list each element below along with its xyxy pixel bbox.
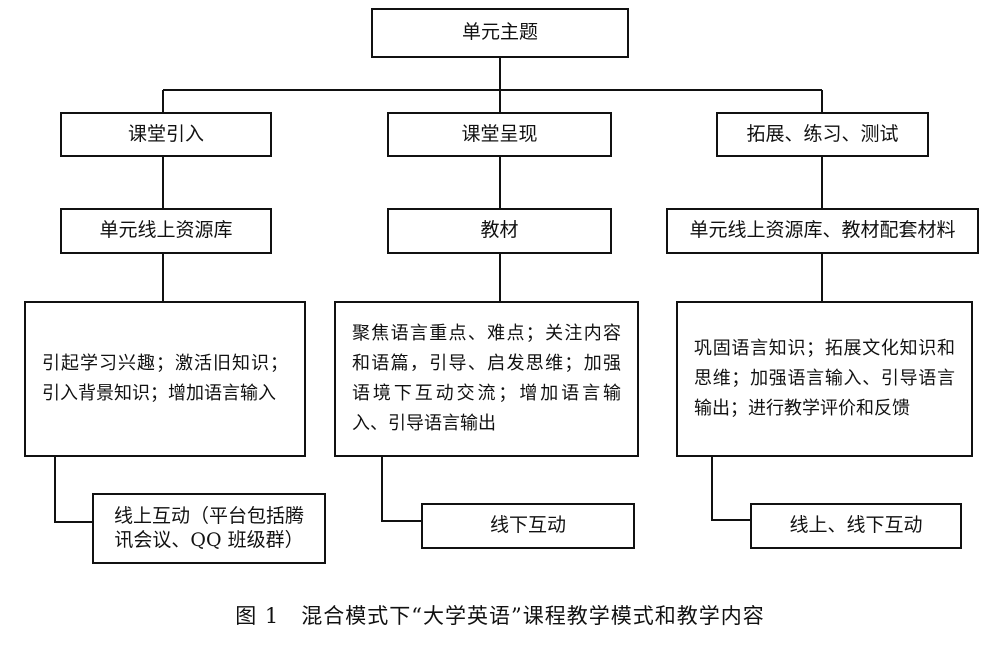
stage-label-2: 课堂呈现 <box>461 122 538 145</box>
resource-box-2: 教材 <box>387 208 612 254</box>
root-node: 单元主题 <box>371 8 629 58</box>
stage-box-2: 课堂呈现 <box>387 112 612 157</box>
resource-label-1: 单元线上资源库 <box>99 219 233 242</box>
description-box-3: 巩固语言知识；拓展文化知识和思维；加强语言输入、引导语言输出；进行教学评价和反馈 <box>676 301 973 457</box>
stage-label-3: 拓展、练习、测试 <box>746 122 899 145</box>
resource-box-3: 单元线上资源库、教材配套材料 <box>666 208 979 254</box>
resource-box-1: 单元线上资源库 <box>60 208 272 254</box>
connector-desc-interaction-2 <box>381 457 421 522</box>
interaction-label-3: 线上、线下互动 <box>789 514 923 537</box>
stage-box-1: 课堂引入 <box>60 112 272 157</box>
figure-caption: 图 1 混合模式下“大学英语”课程教学模式和教学内容 <box>235 604 765 628</box>
description-box-1: 引起学习兴趣；激活旧知识；引入背景知识；增加语言输入 <box>24 301 306 457</box>
interaction-label-2: 线下互动 <box>489 514 566 537</box>
interaction-box-3: 线上、线下互动 <box>750 503 962 549</box>
interaction-label-1: 线上互动（平台包括腾讯会议、QQ 班级群） <box>113 504 304 551</box>
stage-box-3: 拓展、练习、测试 <box>716 112 929 157</box>
description-text-1: 引起学习兴趣；激活旧知识；引入背景知识；增加语言输入 <box>42 353 288 404</box>
interaction-box-2: 线下互动 <box>421 503 635 549</box>
resource-label-3: 单元线上资源库、教材配套材料 <box>689 219 956 242</box>
interaction-box-1: 线上互动（平台包括腾讯会议、QQ 班级群） <box>92 493 326 564</box>
description-box-2: 聚焦语言重点、难点；关注内容和语篇，引导、启发思维；加强语境下互动交流；增加语言… <box>334 301 639 457</box>
stage-label-1: 课堂引入 <box>127 122 204 145</box>
connector-desc-interaction-3 <box>711 457 750 521</box>
resource-label-2: 教材 <box>480 219 519 242</box>
description-text-2: 聚焦语言重点、难点；关注内容和语篇，引导、启发思维；加强语境下互动交流；增加语言… <box>352 323 621 434</box>
description-text-3: 巩固语言知识；拓展文化知识和思维；加强语言输入、引导语言输出；进行教学评价和反馈 <box>694 338 955 419</box>
connector-desc-interaction-1 <box>54 457 92 523</box>
root-label: 单元主题 <box>461 21 538 44</box>
